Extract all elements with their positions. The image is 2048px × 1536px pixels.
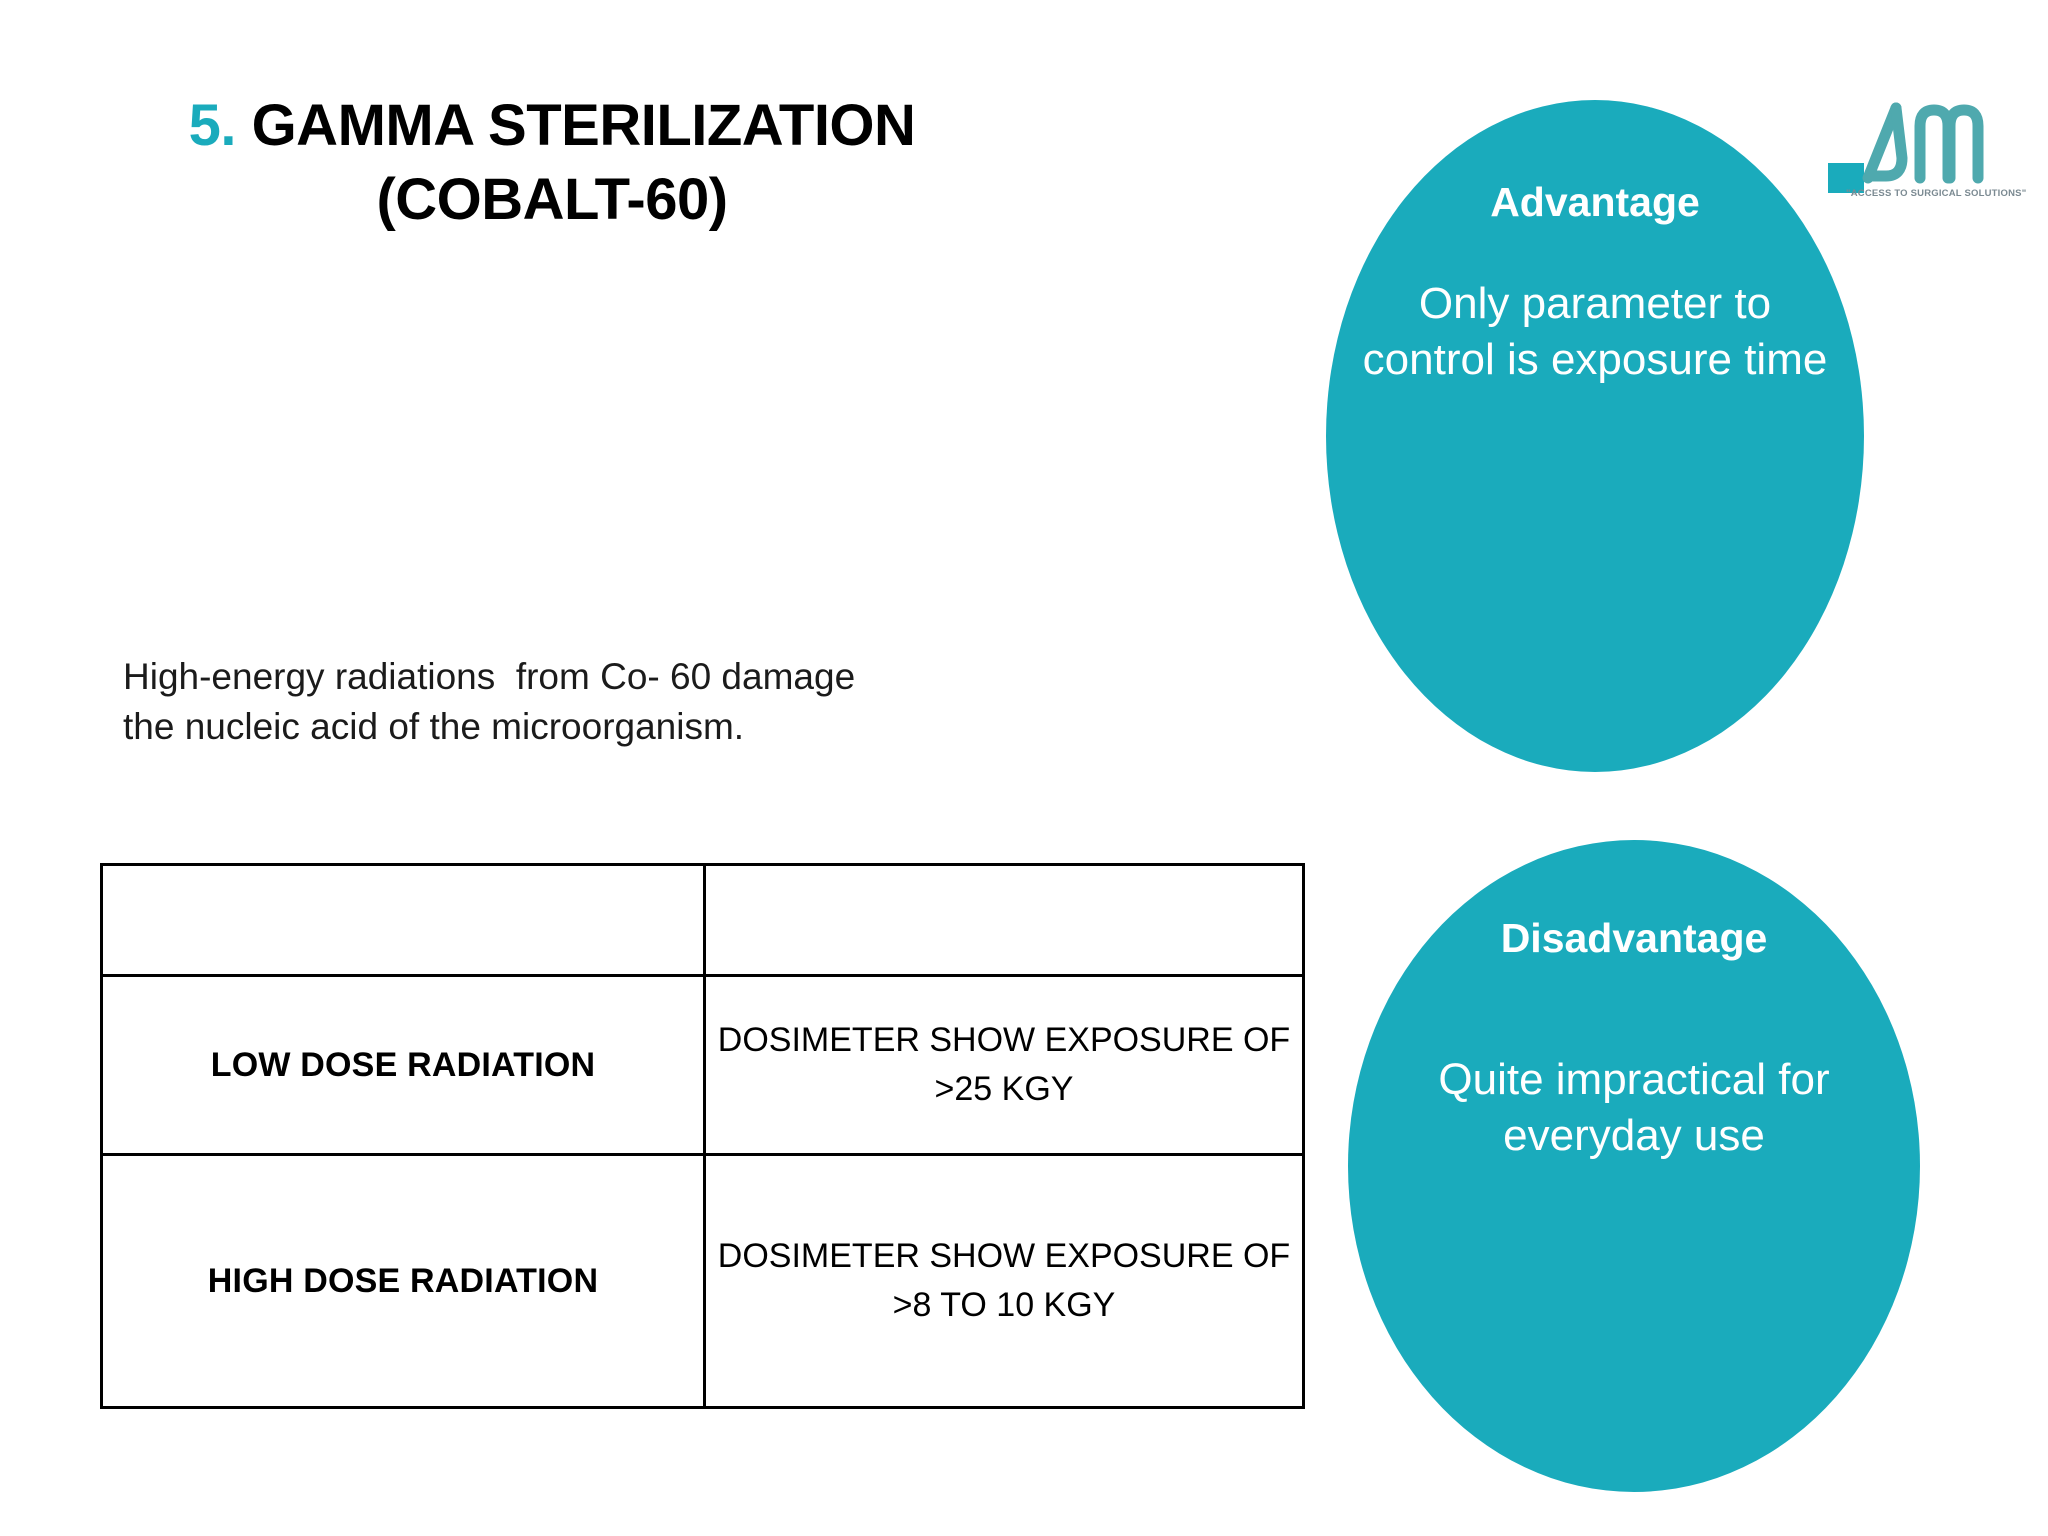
table-row: HIGH DOSE RADIATION DOSIMETER SHOW EXPOS… <box>100 1153 1305 1409</box>
row-label-low-dose: LOW DOSE RADIATION <box>100 974 706 1156</box>
title-line-1: 5. GAMMA STERILIZATION <box>52 92 1052 160</box>
dose-table: LOW DOSE RADIATION DOSIMETER SHOW EXPOSU… <box>100 863 1305 1409</box>
row-label-high-dose: HIGH DOSE RADIATION <box>100 1153 706 1409</box>
page-title: 5. GAMMA STERILIZATION (COBALT-60) <box>52 92 1052 235</box>
advantage-body: Only parameter to control is exposure ti… <box>1362 279 1828 385</box>
company-logo: "ACCESS TO SURGICAL SOLUTIONS" <box>1846 96 2027 216</box>
advantage-bubble: Advantage Only parameter to control is e… <box>1326 100 1864 772</box>
table-header-cell-2 <box>703 863 1305 977</box>
disadvantage-body: Quite impractical for everyday use <box>1438 1055 1830 1161</box>
description-paragraph: High-energy radiations from Co- 60 damag… <box>123 652 1053 752</box>
logo-tagline: "ACCESS TO SURGICAL SOLUTIONS" <box>1846 188 2027 199</box>
description-line-1: High-energy radiations from Co- 60 damag… <box>123 656 856 697</box>
title-main: GAMMA STERILIZATION <box>251 93 916 158</box>
table-row <box>100 863 1305 977</box>
table-header-cell-1 <box>100 863 706 977</box>
title-subtitle: (COBALT-60) <box>376 167 728 233</box>
disadvantage-title: Disadvantage <box>1500 915 1768 961</box>
row-value-low-dose: DOSIMETER SHOW EXPOSURE OF >25 KGY <box>703 974 1305 1156</box>
disadvantage-bubble: Disadvantage Quite impractical for every… <box>1348 840 1920 1492</box>
row-value-high-dose: DOSIMETER SHOW EXPOSURE OF >8 TO 10 KGY <box>703 1153 1305 1409</box>
table-row: LOW DOSE RADIATION DOSIMETER SHOW EXPOSU… <box>100 974 1305 1156</box>
title-number: 5. <box>188 93 237 158</box>
description-line-2: the nucleic acid of the microorganism. <box>123 705 745 747</box>
advantage-title: Advantage <box>1490 179 1700 225</box>
am-logo-icon <box>1862 102 1984 184</box>
bubble-notch-decoration <box>1828 163 1864 193</box>
